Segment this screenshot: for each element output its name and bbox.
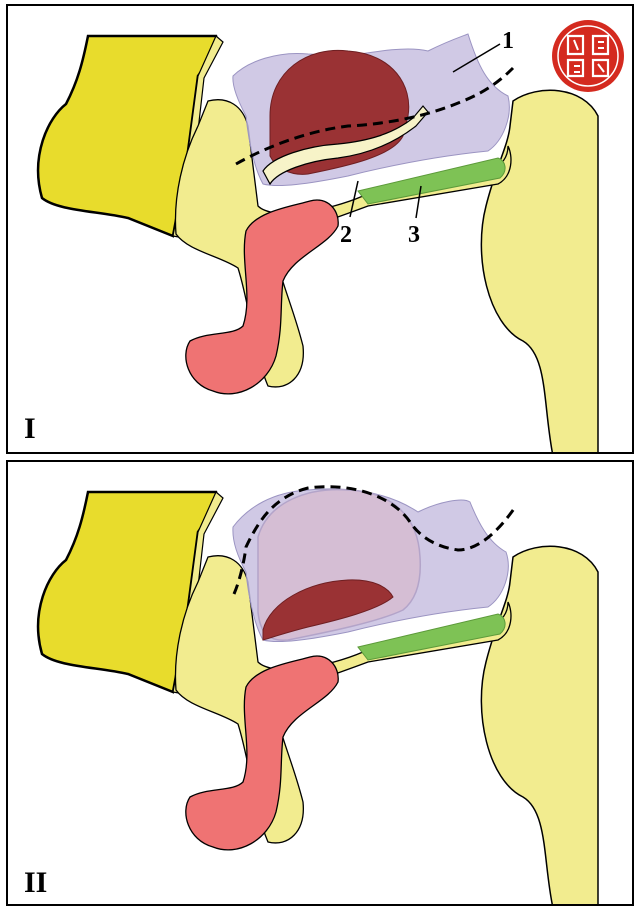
panel-two: II — [6, 460, 634, 906]
panel-two-label: II — [24, 866, 47, 899]
panel-one: 1 2 3 I — [6, 4, 634, 454]
callout-number-2: 2 — [340, 222, 352, 248]
posterior-bone — [481, 90, 598, 454]
panel-one-label: I — [24, 412, 36, 445]
callout-number-3: 3 — [408, 222, 420, 248]
seal-stamp — [552, 20, 624, 92]
panel-one-illustration: 1 2 3 I — [8, 6, 634, 454]
posterior-bone — [481, 546, 598, 906]
callout-number-1: 1 — [502, 28, 514, 54]
panel-two-illustration: II — [8, 462, 634, 906]
